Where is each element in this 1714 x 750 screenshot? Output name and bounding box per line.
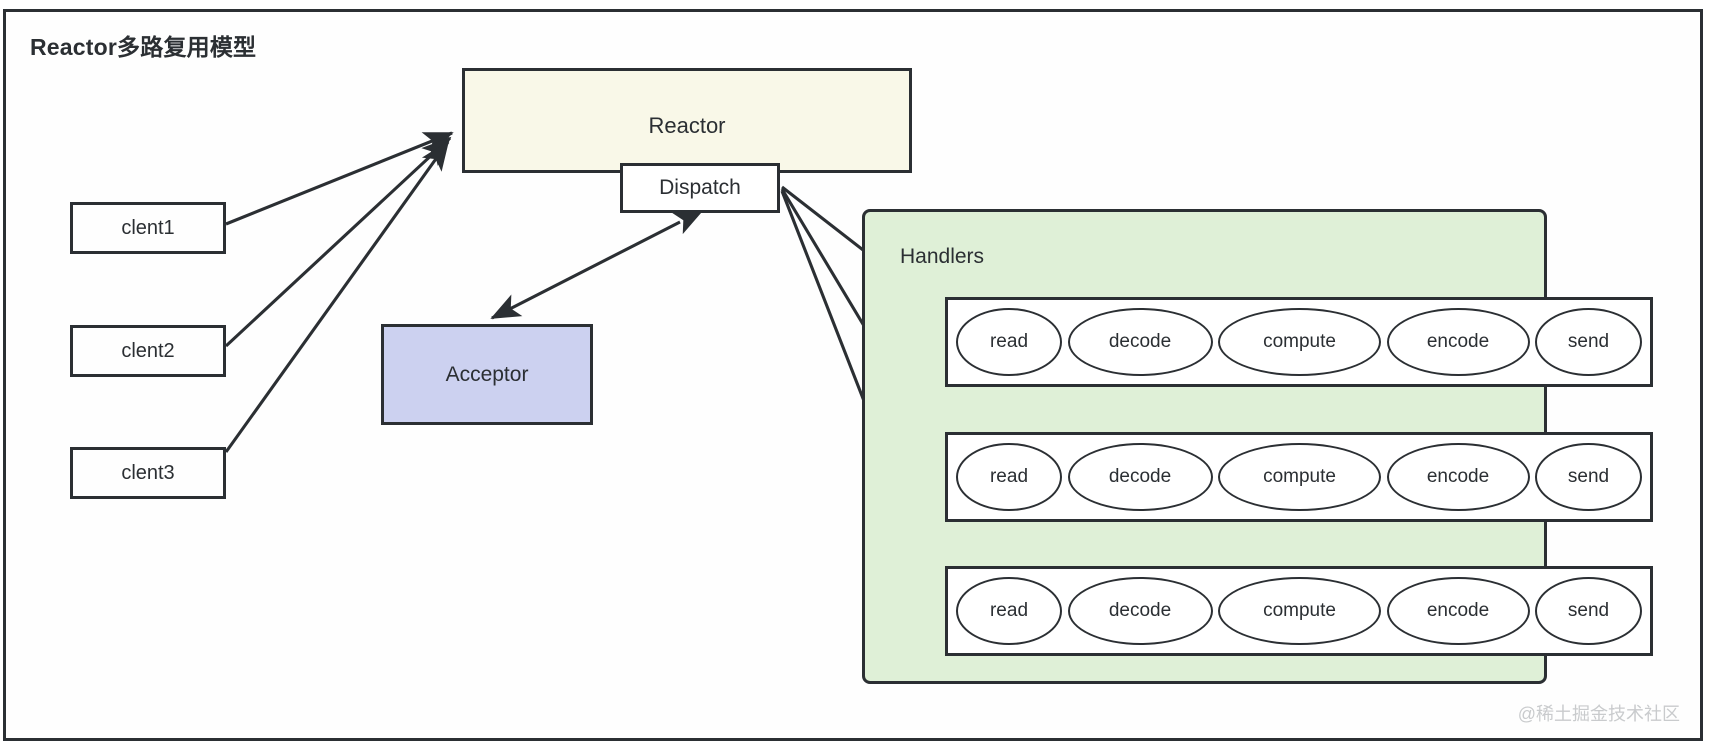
stage-compute[interactable]: compute	[1218, 443, 1381, 511]
dispatch-box[interactable]: Dispatch	[620, 163, 780, 213]
reactor-box[interactable]: Reactor	[462, 68, 912, 173]
stage-send[interactable]: send	[1535, 577, 1642, 645]
stage-send[interactable]: send	[1535, 308, 1642, 376]
watermark: @稀土掘金技术社区	[1517, 704, 1680, 724]
stage-encode[interactable]: encode	[1386, 308, 1530, 376]
handler-row[interactable]: read decode compute encode send	[945, 297, 1653, 387]
handler-row[interactable]: read decode compute encode send	[945, 432, 1653, 522]
handler-row[interactable]: read decode compute encode send	[945, 566, 1653, 656]
stage-read[interactable]: read	[956, 443, 1062, 511]
acceptor-label: Acceptor	[445, 362, 529, 386]
stage-encode[interactable]: encode	[1386, 577, 1530, 645]
handlers-label: Handlers	[900, 245, 985, 268]
stage-decode[interactable]: decode	[1067, 577, 1213, 645]
client-label: clent2	[121, 339, 175, 362]
diagram-title: Reactor多路复用模型	[30, 34, 257, 60]
client-box-1[interactable]: clent1	[70, 202, 226, 254]
client-box-2[interactable]: clent2	[70, 325, 226, 377]
stage-compute[interactable]: compute	[1218, 308, 1381, 376]
reactor-label: Reactor	[648, 113, 726, 138]
stage-compute[interactable]: compute	[1218, 577, 1381, 645]
client-box-3[interactable]: clent3	[70, 447, 226, 499]
client-label: clent1	[121, 216, 175, 239]
stage-read[interactable]: read	[956, 577, 1062, 645]
dispatch-label: Dispatch	[659, 176, 741, 199]
acceptor-box[interactable]: Acceptor	[381, 324, 593, 425]
stage-encode[interactable]: encode	[1386, 443, 1530, 511]
client-label: clent3	[121, 461, 175, 484]
stage-decode[interactable]: decode	[1067, 308, 1213, 376]
stage-decode[interactable]: decode	[1067, 443, 1213, 511]
handlers-container: Handlers read decode compute encode send…	[862, 209, 1653, 684]
stage-read[interactable]: read	[956, 308, 1062, 376]
stage-send[interactable]: send	[1535, 443, 1642, 511]
